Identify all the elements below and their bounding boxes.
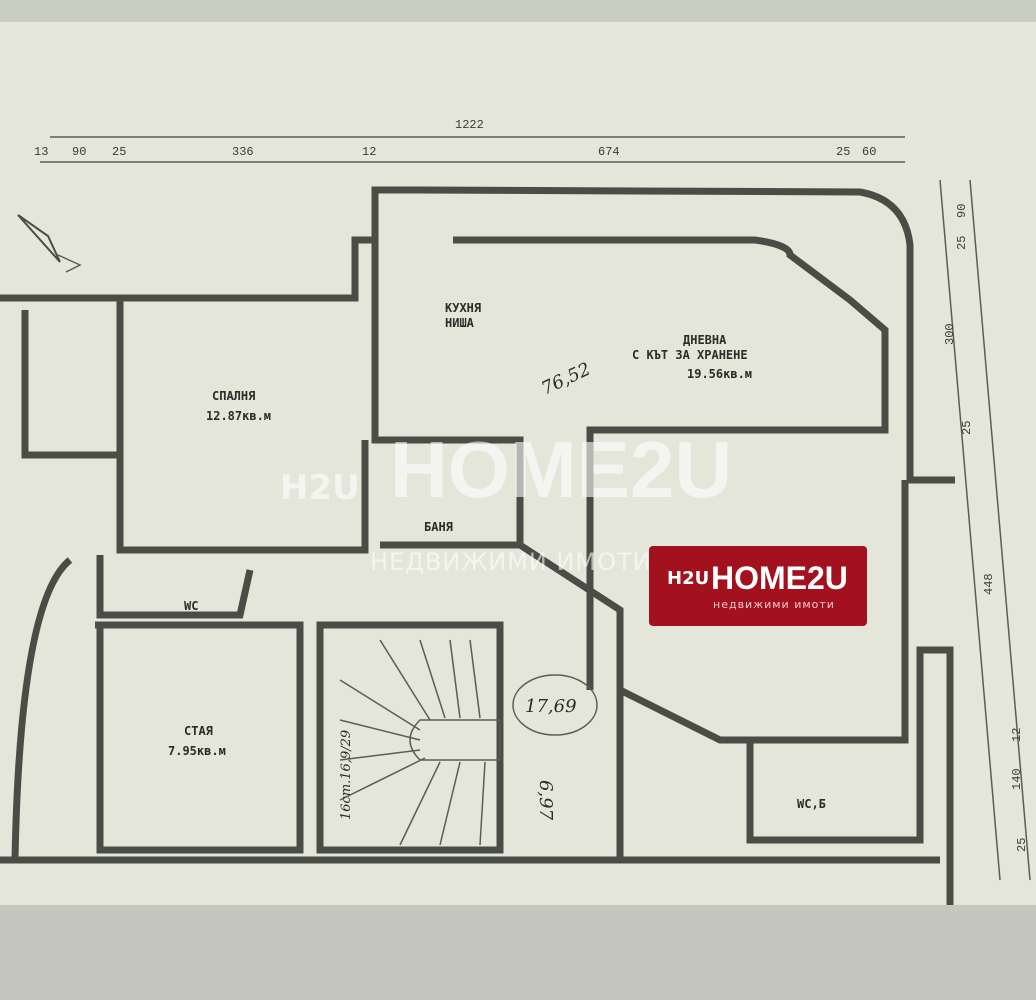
dim-right: 25: [955, 236, 969, 250]
handwritten-circle: [512, 674, 598, 736]
wc-b-label: WC,Б: [797, 797, 826, 811]
dim-right: 140: [1010, 768, 1024, 790]
top-dimension-lines: [40, 136, 905, 163]
living-label-2: С КЪТ ЗА ХРАНЕНЕ: [632, 348, 748, 362]
logo-tagline: недвижими имоти: [713, 598, 835, 611]
dim-top: 25: [836, 145, 850, 159]
dim-top: 674: [598, 145, 620, 159]
room-label: СТАЯ: [184, 724, 213, 738]
dim-right: 448: [982, 573, 996, 595]
handwritten-stairs: 16ст.16,9/29: [339, 730, 354, 820]
bedroom-label: СПАЛНЯ: [212, 389, 255, 403]
watermark-name: HOME2U: [390, 425, 733, 514]
right-dimension-lines: [939, 179, 1031, 881]
watermark-tagline: НЕДВИЖИМИ ИМОТИ: [370, 548, 652, 576]
home2u-logo: H2U HOME2U недвижими имоти: [649, 546, 867, 626]
handwritten-corridor: 6,97: [535, 780, 556, 821]
dim-right: 12: [1010, 728, 1024, 742]
logo-mark: H2U: [667, 568, 710, 589]
dim-right: 300: [943, 323, 957, 345]
bath-label: БАНЯ: [424, 520, 453, 534]
dim-top: 13: [34, 145, 48, 159]
living-label: ДНЕВНА: [683, 333, 727, 347]
bedroom-area: 12.87кв.м: [206, 409, 271, 423]
top-border: [0, 0, 1036, 22]
walls: [0, 186, 955, 905]
dim-right: 90: [955, 204, 969, 218]
dim-top: 60: [862, 145, 876, 159]
handwritten-stair-area: 17,69: [525, 696, 577, 717]
dim-top: 90: [72, 145, 86, 159]
dim-right: 25: [960, 421, 974, 435]
watermark-mark: H2U: [280, 468, 360, 508]
dim-top: 336: [232, 145, 254, 159]
dim-top: 12: [362, 145, 376, 159]
room-area: 7.95кв.м: [168, 744, 226, 758]
north-arrow-icon: [17, 214, 82, 273]
dim-top: 25: [112, 145, 126, 159]
handwritten-living-note: 76,52: [538, 359, 594, 400]
kitchen-label-2: НИША: [445, 316, 475, 330]
kitchen-label: КУХНЯ: [445, 301, 481, 315]
staircase: [339, 639, 501, 846]
living-area: 19.56кв.м: [687, 367, 752, 381]
logo-name: HOME2U: [711, 560, 848, 596]
dim-top-total: 1222: [455, 118, 484, 132]
bottom-border: [0, 905, 1036, 1000]
wc-label: WC: [184, 599, 198, 613]
dim-right: 25: [1015, 838, 1029, 852]
